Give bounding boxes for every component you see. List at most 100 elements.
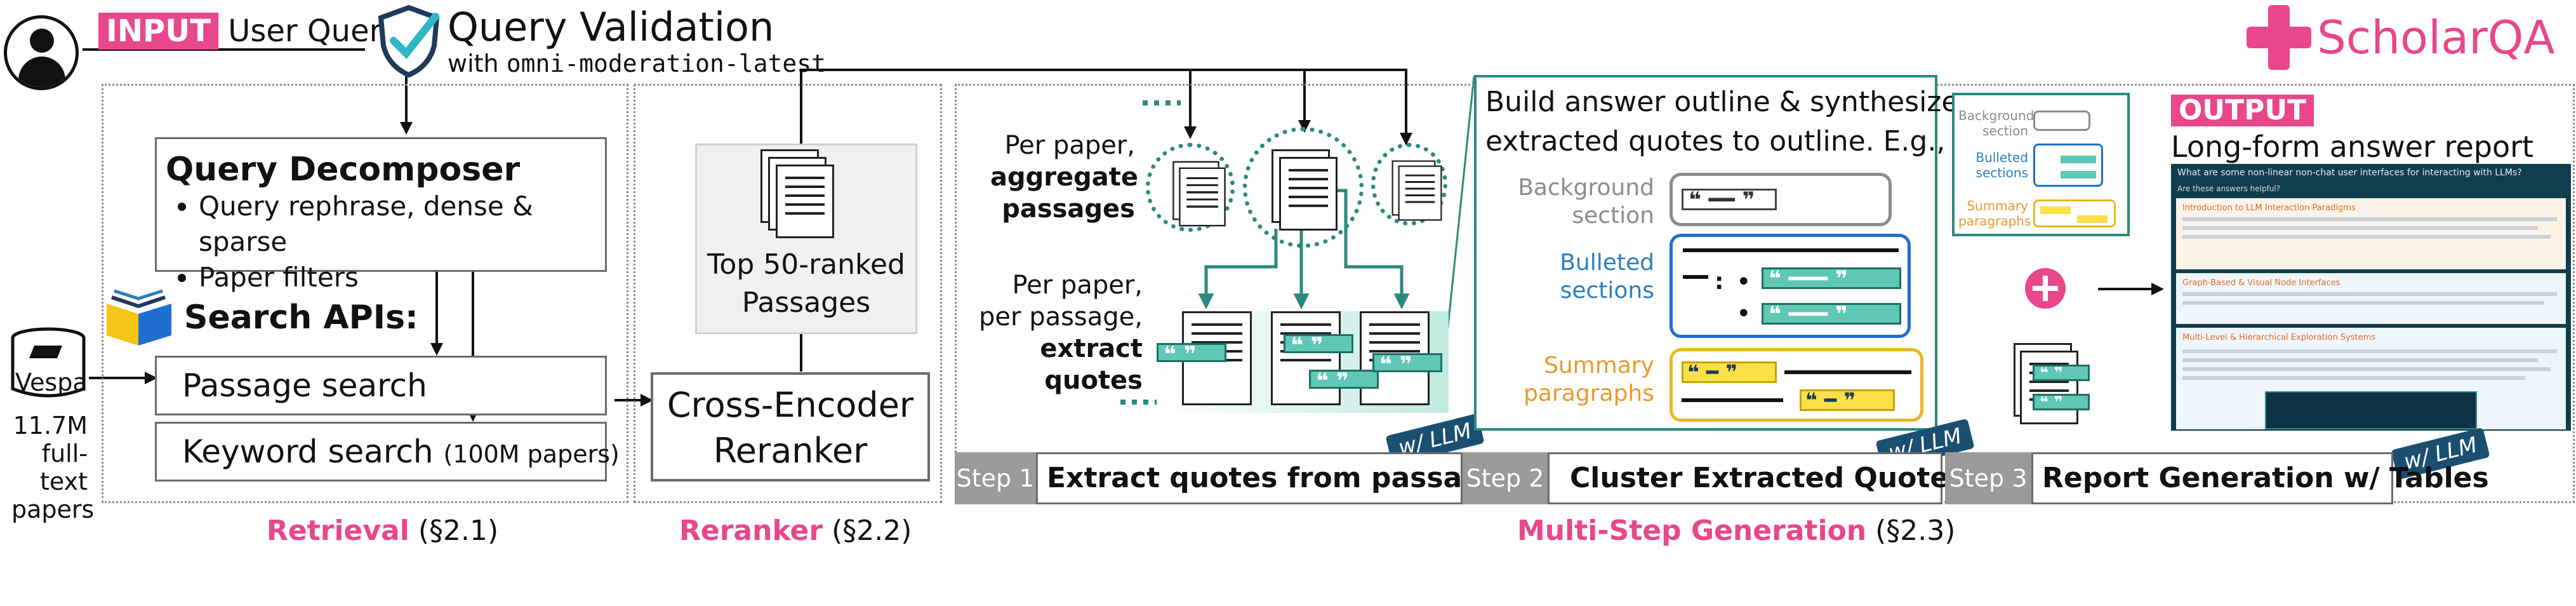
document-icon [776, 165, 834, 238]
report-section-2: Graph-Based & Visual Node Interfaces [2182, 278, 2340, 288]
generation-caption-ref: (§2.3) [1875, 515, 1956, 547]
outline-intro-line-2: extracted quotes to outline. E.g., [1485, 125, 1946, 158]
quote-chip: ❝ ❞ [1309, 370, 1379, 392]
corpus-line-2: full-text [40, 440, 88, 495]
report-question: What are some non-linear non-chat user i… [2177, 168, 2522, 178]
search-apis-title: Search APIs: [184, 299, 418, 337]
query-validation-title: Query Validation [448, 4, 774, 50]
summary-line-1: Summary [1544, 353, 1654, 379]
query-decomposer-box: Query Decomposer Query rephrase, dense &… [155, 137, 607, 293]
query-validation-model: with omni-moderation-latest [448, 50, 826, 77]
decomposer-item: Paper filters [199, 260, 605, 295]
paper-cluster-small [1146, 143, 1235, 232]
user-query-label: User Query [228, 13, 400, 49]
step1-label: Step 1 [955, 452, 1036, 504]
aggregate-line-1: Per paper, [1004, 131, 1135, 160]
outline-panel: Build answer outline & synthesize extrac… [1474, 75, 1958, 431]
shield-check-icon [375, 4, 443, 81]
extract-label: Per paper, per passage, extract quotes [952, 269, 1143, 396]
extract-line-1: Per paper, [1012, 271, 1143, 300]
vespa-label: Vespa [15, 368, 88, 396]
document-icon [1179, 167, 1226, 227]
summary-line-2: paragraphs [1524, 380, 1654, 407]
input-label: INPUT User Query [98, 13, 400, 50]
document-icon [1398, 165, 1442, 221]
background-line-1: Background [1518, 175, 1654, 201]
quote-chip: ❝ ━━━ ❞ [1762, 303, 1901, 325]
report-popup [2265, 391, 2477, 429]
outline-intro: Build answer outline & synthesize extrac… [1485, 83, 1958, 161]
decomposer-item: Query rephrase, dense & sparse [199, 189, 605, 260]
output-label: OUTPUT [2171, 94, 2314, 126]
bulleted-line-2: sections [1560, 278, 1654, 304]
reranker-caption-name: Reranker [679, 515, 823, 547]
quote-chip: ❝ ━━ ❞ [1682, 189, 1777, 211]
generation-caption: Multi-Step Generation (§2.3) [1517, 515, 1955, 547]
step2-label: Step 2 [1463, 452, 1548, 504]
plus-icon [2025, 268, 2066, 309]
report-helpful: Are these answers helpful? [2177, 184, 2280, 193]
scholarqa-logo: ScholarQA [2244, 3, 2555, 72]
background-section-box: ❝ ━━ ❞ [1670, 173, 1892, 226]
keyword-search-note: (100M papers) [443, 440, 620, 468]
mini-summary-line-2: paragraphs [1958, 213, 2031, 229]
extracted-documents: ❝ ❞ ❝ ❞ ❝ ❞ ❝ ❞ [1157, 311, 1449, 413]
keyword-search-label: Keyword search [182, 433, 434, 470]
bulleted-label: Bulleted sections [1502, 249, 1654, 305]
step3-title: Report Generation w/ Tables [2031, 452, 2489, 504]
corpus-label: 11.7M full-text papers [11, 412, 95, 523]
aggregate-label: Per paper, aggregate passages [990, 130, 1138, 225]
validation-model-name: omni-moderation-latest [506, 50, 827, 77]
corpus-count: 11.7M [13, 412, 88, 440]
retrieval-panel [102, 84, 628, 503]
cross-encoder-box: Cross-Encoder Reranker [651, 372, 930, 481]
mini-bulleted-label: Bulleted sections [1958, 150, 2028, 180]
mini-background-line-2: section [1982, 123, 2028, 138]
quote-chip: ❝ ❞ [1372, 353, 1442, 375]
vespa-database-icon [6, 325, 90, 404]
mini-summary-label: Summary paragraphs [1958, 198, 2031, 229]
summary-section-box: ❝ ━ ❞ ❝ ━ ❞ [1670, 348, 1923, 422]
logo-text: ScholarQA [2317, 11, 2555, 64]
quote-chip: ❝ ❞ [1284, 334, 1353, 356]
step1-title: Extract quotes from passages [1036, 452, 1518, 504]
report-helpful-text: Are these answers helpful? [2177, 184, 2281, 193]
generation-caption-name: Multi-Step Generation [1517, 515, 1867, 547]
paper-cluster-large [1243, 127, 1364, 248]
aggregate-line-2: aggregate [990, 163, 1138, 192]
plus-logo-icon [2244, 3, 2314, 72]
quote-chip: ❝ ❞ [1157, 343, 1226, 365]
summary-label: Summary paragraphs [1502, 352, 1654, 408]
input-badge: INPUT [98, 13, 218, 50]
report-screenshot: What are some non-linear non-chat user i… [2171, 164, 2571, 431]
reranker-caption-ref: (§2.2) [832, 515, 912, 547]
mini-outline-box: Background section Bulleted sections Sum… [1952, 93, 2130, 236]
top-passages-line-1: Top 50-ranked [707, 248, 905, 281]
top-passages-box: Top 50-ranked Passages [695, 144, 917, 334]
cross-encoder-line-1: Cross-Encoder [667, 385, 914, 425]
report-section-1: Introduction to LLM Interaction Paradigm… [2182, 203, 2356, 213]
decomposer-list: Query rephrase, dense & sparse Paper fil… [166, 189, 605, 295]
step2-title: Cluster Extracted Quotes [1548, 452, 1965, 504]
mini-background-label: Background section [1958, 108, 2034, 138]
document-icon [1279, 157, 1338, 231]
quote-chip: ❝ ━━━ ❞ [1762, 267, 1901, 290]
mini-summary-line-1: Summary [1967, 198, 2028, 213]
retrieval-caption-ref: (§2.1) [418, 515, 499, 547]
step3-label: Step 3 [1945, 452, 2031, 504]
report-section-3: Multi-Level & Hierarchical Exploration S… [2182, 333, 2376, 342]
reranker-panel [634, 84, 942, 503]
corpus-line-3: papers [11, 495, 95, 523]
cross-encoder-line-2: Reranker [713, 431, 868, 471]
aggregate-line-3: passages [1002, 194, 1135, 224]
retrieval-caption: Retrieval (§2.1) [267, 515, 498, 547]
background-label: Background section [1502, 174, 1654, 230]
quote-documents-icon: ❝ ❞ ❝ ❞ [2007, 339, 2096, 434]
mini-bulleted-line-2: sections [1975, 165, 2028, 180]
search-books-icon [100, 285, 176, 351]
passage-search-box: Passage search [155, 356, 607, 415]
quote-chip: ❝ ❞ [2033, 394, 2090, 410]
passage-search-label: Passage search [182, 367, 427, 404]
paper-cluster-right [1371, 143, 1447, 226]
mini-bulleted-line-1: Bulleted [1975, 150, 2028, 165]
